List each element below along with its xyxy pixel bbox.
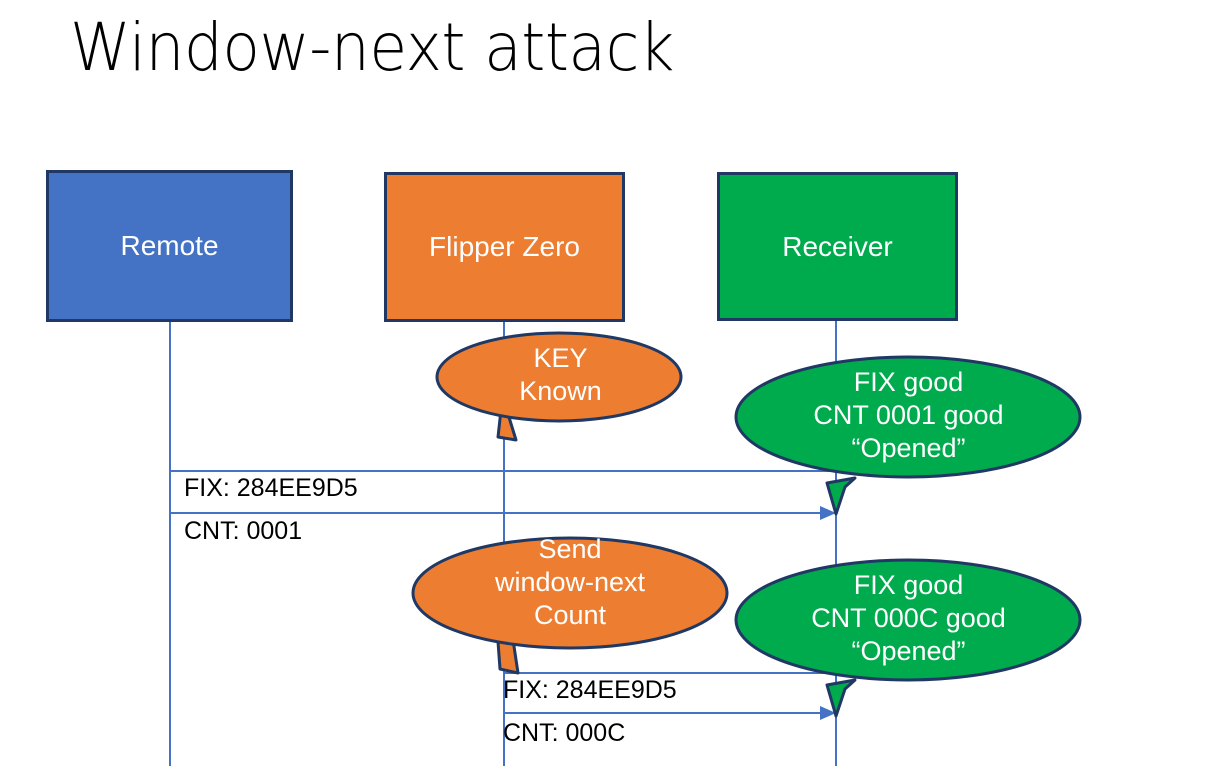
message-arrow-2 (504, 706, 836, 720)
callout-key-known-shape (435, 331, 683, 442)
actor-label-remote: Remote (120, 230, 219, 261)
message-2-fix-label: FIX: 284EE9D5 (503, 676, 677, 704)
actor-box-receiver[interactable]: Receiver (717, 172, 958, 321)
page-title: Window-next attack (70, 9, 674, 86)
message-1-cnt-label: CNT: 0001 (184, 517, 303, 545)
message-arrow-1 (170, 506, 836, 520)
callout-receiver-ok-2-shape (734, 558, 1082, 718)
message-2-cnt-label: CNT: 000C (503, 719, 626, 747)
actor-label-flipper: Flipper Zero (429, 231, 580, 262)
callout-receiver-ok-1-shape (734, 355, 1082, 516)
callout-send-window-next-shape (411, 536, 729, 675)
actor-box-flipper[interactable]: Flipper Zero (384, 172, 625, 322)
message-1-fix-label: FIX: 284EE9D5 (184, 474, 358, 502)
actor-box-remote[interactable]: Remote (46, 170, 293, 322)
actor-label-receiver: Receiver (782, 230, 893, 262)
